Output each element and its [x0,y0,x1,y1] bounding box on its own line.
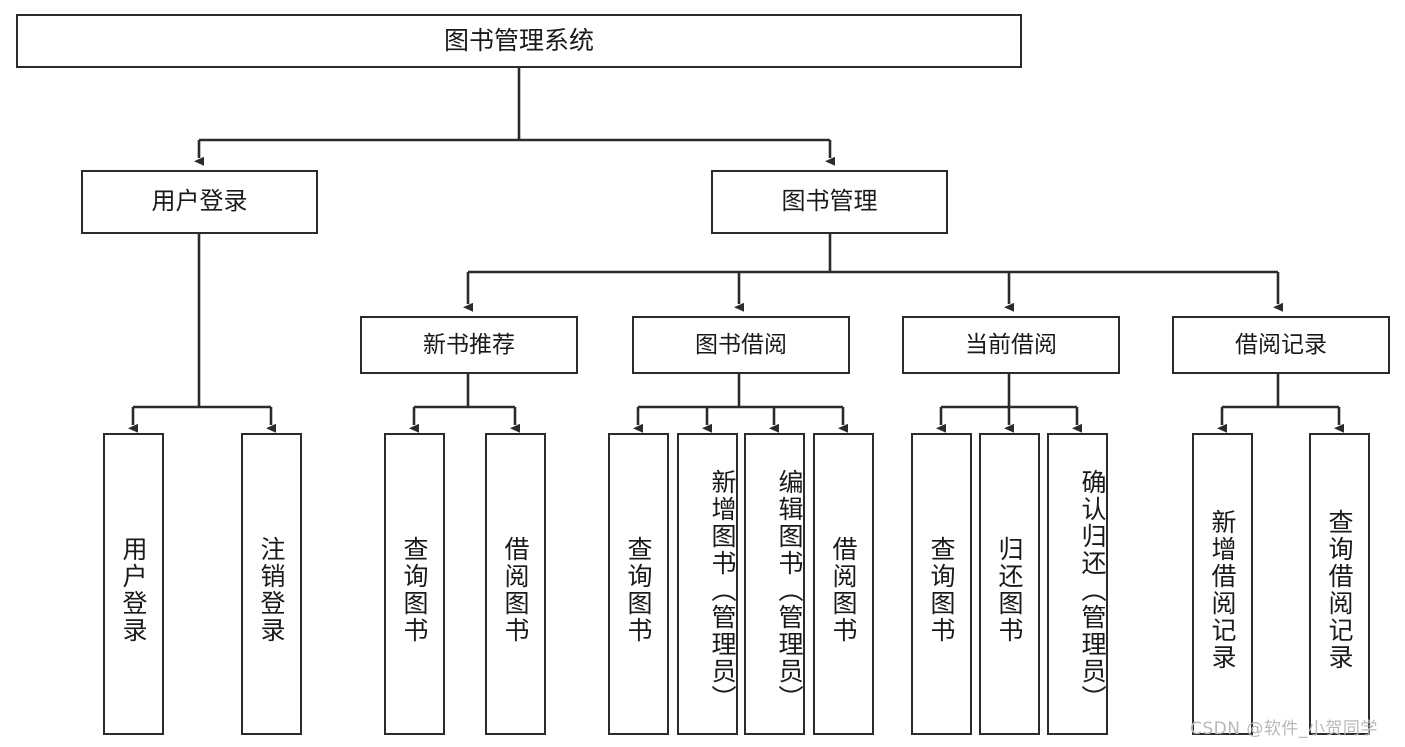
node-label: 确认归还（管理员） [1078,468,1107,712]
node-user-login[interactable]: 用户登录 [81,170,318,234]
node-book-borrow[interactable]: 图书借阅 [632,316,850,374]
leaf-query-book-current[interactable]: 查询图书 [911,433,972,735]
node-label: 查询图书 [624,536,653,644]
node-label: 用户登录 [151,187,248,216]
leaf-borrow-book[interactable]: 借阅图书 [813,433,874,735]
leaf-return-book[interactable]: 归还图书 [979,433,1040,735]
node-book-management[interactable]: 图书管理 [711,170,948,234]
leaf-query-book-borrow[interactable]: 查询图书 [608,433,669,735]
node-root-book-management-system[interactable]: 图书管理系统 [16,14,1022,68]
leaf-user-login[interactable]: 用户登录 [103,433,164,735]
node-label: 当前借阅 [965,331,1057,358]
node-label: 借阅记录 [1235,331,1327,358]
leaf-add-borrow-record[interactable]: 新增借阅记录 [1192,433,1253,735]
node-label: 借阅图书 [501,536,530,644]
leaf-query-book-recommend[interactable]: 查询图书 [384,433,445,735]
leaf-confirm-return-admin[interactable]: 确认归还（管理员） [1047,433,1108,735]
node-label: 借阅图书 [829,536,858,644]
node-label: 归还图书 [995,536,1024,644]
node-label: 查询借阅记录 [1325,509,1354,671]
node-label: 图书借阅 [695,331,787,358]
leaf-add-book-admin[interactable]: 新增图书（管理员） [677,433,738,735]
node-label: 编辑图书（管理员） [775,468,804,712]
node-label: 图书管理 [781,187,878,216]
node-label: 新增借阅记录 [1208,509,1237,671]
leaf-query-borrow-record[interactable]: 查询借阅记录 [1309,433,1370,735]
node-label: 查询图书 [400,536,429,644]
leaf-logout[interactable]: 注销登录 [241,433,302,735]
node-label: 新增图书（管理员） [708,468,737,712]
node-label: 图书管理系统 [443,25,594,55]
leaf-edit-book-admin[interactable]: 编辑图书（管理员） [744,433,805,735]
node-label: 查询图书 [927,536,956,644]
node-label: 用户登录 [119,536,148,644]
node-borrow-record[interactable]: 借阅记录 [1172,316,1390,374]
csdn-watermark: CSDN @软件_小贺同学 [1190,719,1378,739]
leaf-borrow-book-recommend[interactable]: 借阅图书 [485,433,546,735]
node-label: 新书推荐 [423,331,515,358]
node-label: 注销登录 [257,536,286,644]
node-current-borrow[interactable]: 当前借阅 [902,316,1120,374]
node-new-book-recommend[interactable]: 新书推荐 [360,316,578,374]
